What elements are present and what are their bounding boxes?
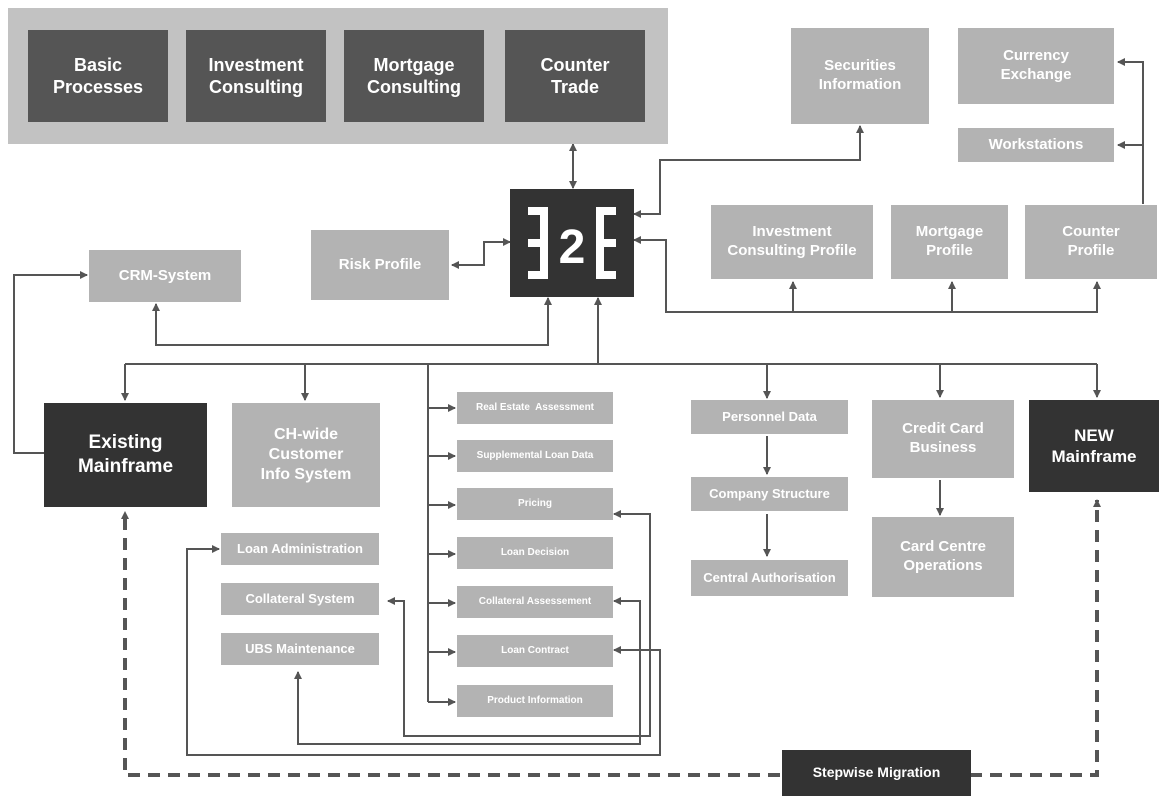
product-information-box: Product Information (457, 685, 613, 717)
supplemental-loan-data-box: Supplemental Loan Data (457, 440, 613, 472)
investment-consulting-profile-box: Investment Consulting Profile (711, 205, 873, 279)
arrow-mainframe-crm (13, 271, 88, 454)
collateral-assessment-box: Collateral Assessement (457, 586, 613, 618)
central-authorisation-box: Central Authorisation (691, 560, 848, 596)
counter-profile-box: Counter Profile (1025, 205, 1157, 279)
stepwise-migration-box: Stepwise Migration (782, 750, 971, 796)
arrow-e2e-crm (152, 297, 552, 346)
personnel-data-box: Personnel Data (691, 400, 848, 434)
risk-profile-box: Risk Profile (311, 230, 449, 300)
credit-card-business-box: Credit Card Business (872, 400, 1014, 478)
new-mainframe-box: NEW Mainframe (1029, 400, 1159, 492)
loan-decision-box: Loan Decision (457, 537, 613, 569)
collateral-system-box: Collateral System (221, 583, 379, 615)
migration-dashed-line (121, 511, 780, 777)
e2e-logo-icon: 2 E2E (528, 207, 616, 294)
arrow-currency (1117, 58, 1144, 204)
company-structure-box: Company Structure (691, 477, 848, 511)
basic-processes-box: Basic Processes (28, 30, 168, 122)
e2e-logo-text: E2E (571, 292, 573, 294)
currency-exchange-box: Currency Exchange (958, 28, 1114, 104)
mortgage-profile-box: Mortgage Profile (891, 205, 1008, 279)
workstations-box: Workstations (958, 128, 1114, 162)
loan-contract-box: Loan Contract (457, 635, 613, 667)
loan-administration-box: Loan Administration (221, 533, 379, 565)
investment-consulting-box: Investment Consulting (186, 30, 326, 122)
existing-mainframe-box: Existing Mainframe (44, 403, 207, 507)
ubs-maintenance-box: UBS Maintenance (221, 633, 379, 665)
real-estate-assessment-box: Real Estate Assessment (457, 392, 613, 424)
mortgage-consulting-box: Mortgage Consulting (344, 30, 484, 122)
securities-information-box: Securities Information (791, 28, 929, 124)
counter-trade-box: Counter Trade (505, 30, 645, 122)
arrow-profiles-e2e (633, 236, 1101, 313)
svg-text:2: 2 (559, 221, 586, 274)
card-centre-operations-box: Card Centre Operations (872, 517, 1014, 597)
pricing-box: Pricing (457, 488, 613, 520)
arrow-e2e-risk (451, 238, 511, 269)
ch-wide-customer-info-box: CH-wide Customer Info System (232, 403, 380, 507)
arrow-e2e-securities (633, 125, 864, 218)
e2e-hub: 2 E2E (510, 189, 634, 297)
crm-system-box: CRM-System (89, 250, 241, 302)
